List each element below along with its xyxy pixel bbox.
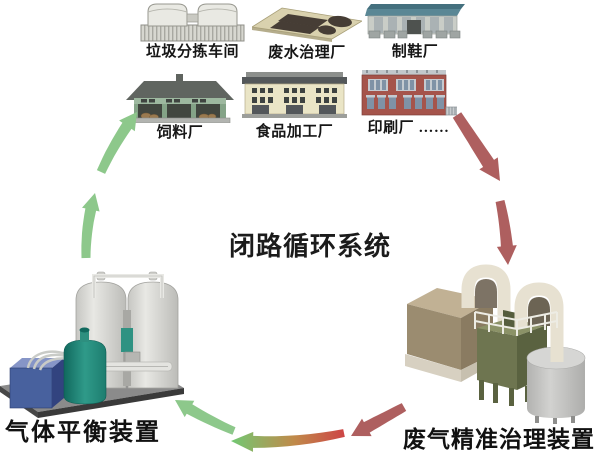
gas-balance-device [0,264,186,420]
factory-shoe: 制鞋厂 [365,2,465,61]
waste-gas-treatment-label: 废气精准治理装置 [403,427,595,452]
arrow-factories-to-treatment-2 [495,200,517,265]
factory-waste-sorting: 垃圾分拣车间 [140,2,245,61]
teal-tank [63,339,107,405]
wastewater-illustration [252,7,362,42]
storage-tank [147,3,188,27]
upper-windows [368,79,444,91]
treatment-pool [278,14,328,27]
duct [461,264,511,324]
windows [252,88,337,103]
factory-label: 印刷厂 …… [367,120,450,136]
printing-factory-illustration [361,70,457,116]
factory-feed: 饲料厂 [126,74,234,142]
arrow-factories-to-treatment-1 [452,112,500,181]
base [129,117,231,123]
waste-sorting-illustration [140,3,245,42]
factory-label: 饲料厂 [156,125,204,141]
roof [367,4,465,9]
round-pool [318,25,336,35]
chimney [176,74,183,84]
factory-label: 废水治理厂 [268,45,346,61]
gas-balance-label: 气体平衡装置 [5,420,161,446]
diagram-title: 闭路循环系统 [228,232,391,261]
arrow-transfer-gradient [231,429,345,452]
base [242,114,347,118]
door [407,20,421,34]
waste-gas-treatment-illustration [405,264,586,424]
arrow-balance-up [81,193,100,259]
factory-label: 垃圾分拣车间 [145,44,239,60]
lower-windows [366,95,445,109]
round-pool [328,15,352,28]
treatment-pool [270,21,320,34]
factory-food-processing: 食品加工厂 [242,72,347,141]
factory-wastewater: 废水治理厂 [252,6,362,62]
waste-gas-treatment-device [405,262,600,425]
shoe-factory-illustration [365,4,465,39]
roof [242,77,347,84]
gas-tank [127,281,179,389]
gas-balance-illustration [0,271,184,418]
duct [514,282,564,362]
arrow-treatment-out [351,403,407,437]
factory-printing: 印刷厂 …… [360,70,457,137]
doors [252,105,336,114]
roof [365,9,461,16]
storage-tank [197,3,238,27]
factory-label: 制鞋厂 [391,44,439,60]
striped-base [140,24,245,42]
railing [474,311,558,336]
food-factory-illustration [242,72,347,118]
gas-cylinder [527,358,585,418]
roof [126,81,234,100]
factory-label: 食品加工厂 [255,124,334,140]
feed-factory-illustration [126,74,234,123]
bay-opening [167,104,191,118]
